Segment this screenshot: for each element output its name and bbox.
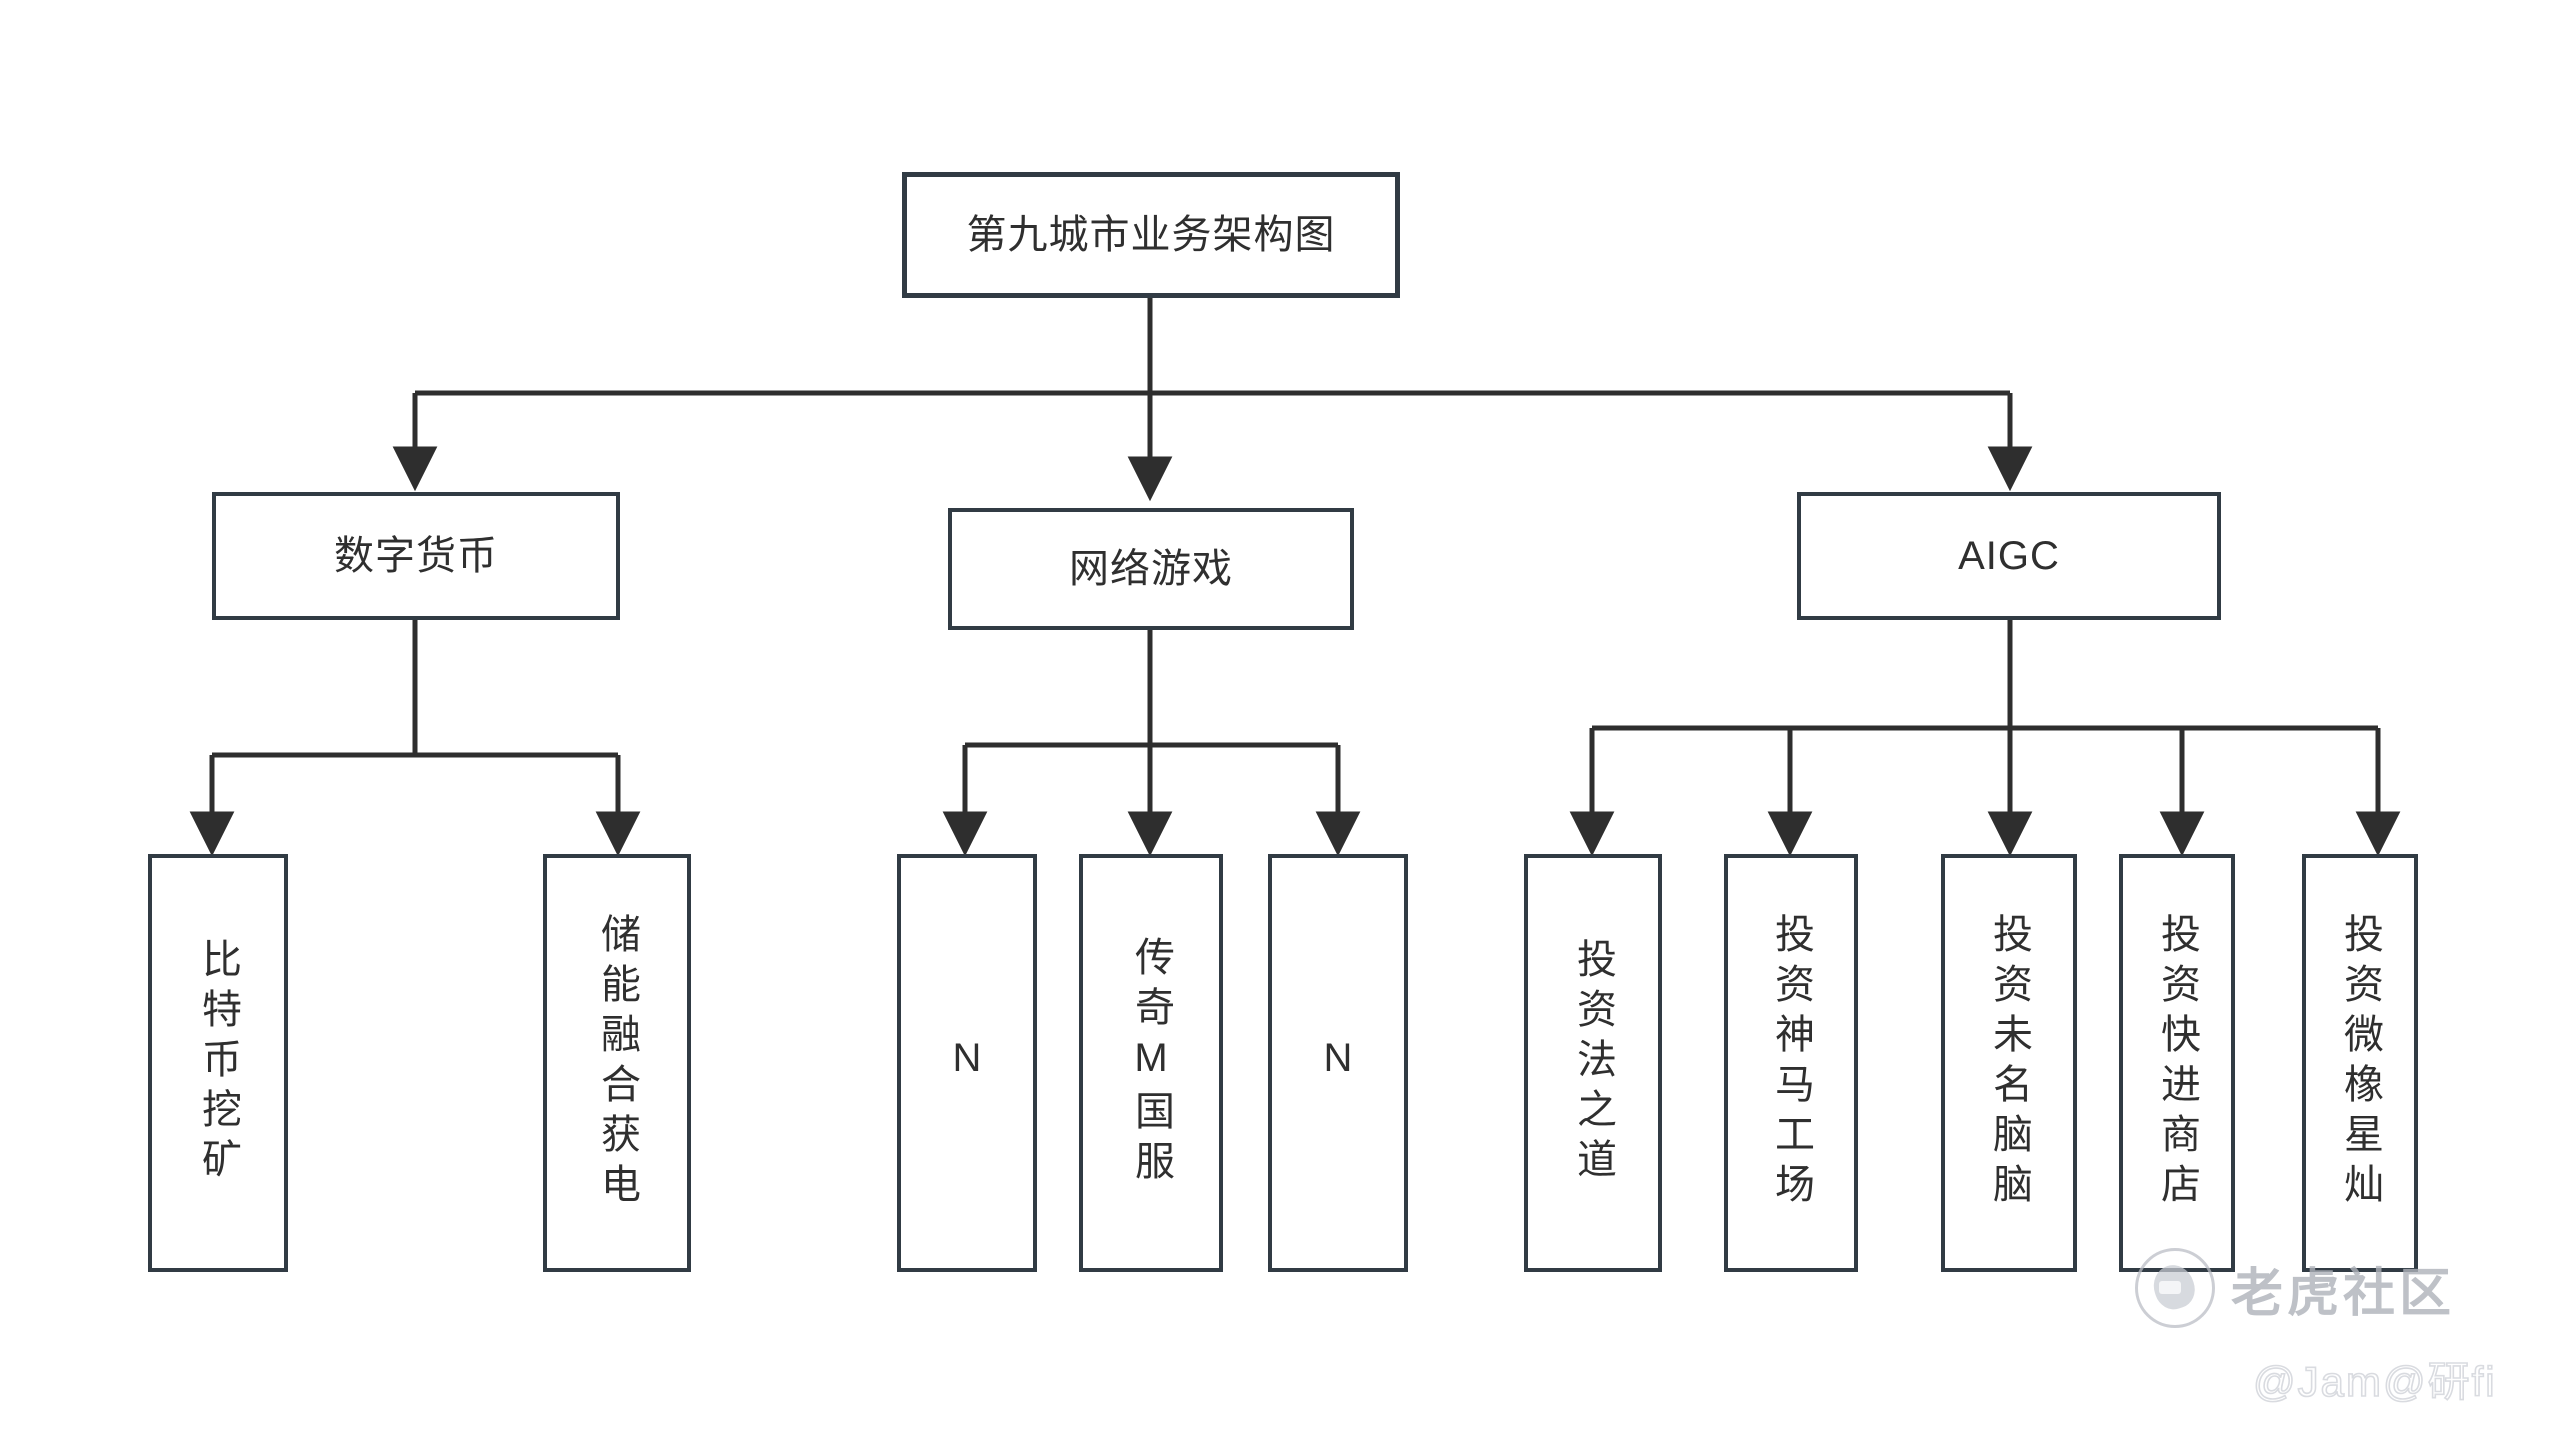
node-game-n1[interactable]: N xyxy=(897,854,1037,1272)
node-invest-shenma-label: 投资神马工场 xyxy=(1769,913,1813,1213)
node-btc-mining[interactable]: 比特币挖矿 xyxy=(148,854,288,1272)
node-crypto[interactable]: 数字货币 xyxy=(212,492,620,620)
node-invest-weixiang[interactable]: 投资微橡星灿 xyxy=(2302,854,2418,1272)
node-invest-fazhidao[interactable]: 投资法之道 xyxy=(1524,854,1662,1272)
node-game-n2-label: N xyxy=(1316,1036,1360,1090)
node-game-n2[interactable]: N xyxy=(1268,854,1408,1272)
node-legend-m-cn[interactable]: 传奇M国服 xyxy=(1079,854,1223,1272)
node-root[interactable]: 第九城市业务架构图 xyxy=(902,172,1400,298)
node-invest-kuaijin[interactable]: 投资快进商店 xyxy=(2119,854,2235,1272)
node-storage-power[interactable]: 储能融合获电 xyxy=(543,854,691,1272)
node-legend-m-cn-label: 传奇M国服 xyxy=(1129,936,1173,1190)
node-invest-weiming-label: 投资未名脑脑 xyxy=(1987,913,2031,1213)
node-invest-kuaijin-label: 投资快进商店 xyxy=(2155,913,2199,1213)
node-invest-weixiang-label: 投资微橡星灿 xyxy=(2338,913,2382,1213)
node-aigc-label: AIGC xyxy=(1958,533,2060,578)
watermark-handle: @Jam@研fi xyxy=(2252,1357,2497,1406)
node-invest-fazhidao-label: 投资法之道 xyxy=(1571,938,1615,1188)
node-btc-mining-label: 比特币挖矿 xyxy=(196,938,240,1188)
node-games-label: 网络游戏 xyxy=(1069,546,1233,591)
node-crypto-label: 数字货币 xyxy=(334,533,498,578)
node-aigc[interactable]: AIGC xyxy=(1797,492,2221,620)
node-games[interactable]: 网络游戏 xyxy=(948,508,1354,630)
node-storage-power-label: 储能融合获电 xyxy=(595,913,639,1213)
node-invest-weiming[interactable]: 投资未名脑脑 xyxy=(1941,854,2077,1272)
node-invest-shenma[interactable]: 投资神马工场 xyxy=(1724,854,1858,1272)
node-game-n1-label: N xyxy=(945,1036,989,1090)
watermark: 老虎社区 @Jam@研fi xyxy=(2135,1248,2535,1418)
node-root-label: 第九城市业务架构图 xyxy=(966,212,1336,257)
